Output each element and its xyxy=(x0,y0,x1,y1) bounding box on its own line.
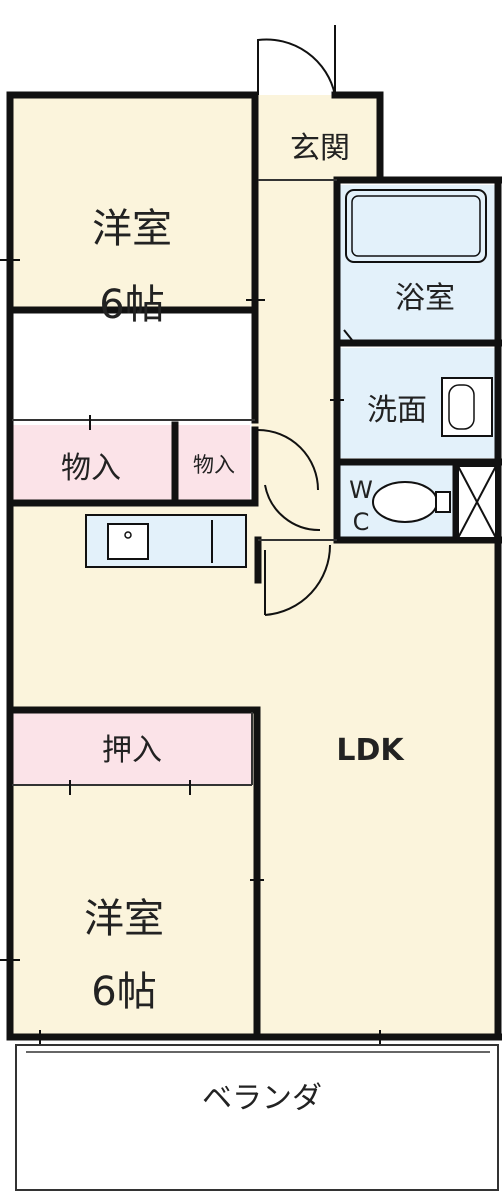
veranda-outline xyxy=(15,1044,499,1191)
western-room-bottom-name: 洋室 xyxy=(84,896,164,942)
corridor-floor xyxy=(252,180,337,540)
washroom-door xyxy=(343,329,357,346)
western-room-bottom-floor xyxy=(12,785,257,1035)
bathtub xyxy=(345,189,487,263)
toilet-bowl xyxy=(372,481,438,523)
entrance-label: 玄関 xyxy=(290,131,350,166)
storage-left-floor xyxy=(12,425,172,500)
entrance-floor xyxy=(258,95,378,180)
bathroom-label: 浴室 xyxy=(395,281,455,316)
toilet-c-label: C xyxy=(353,508,370,536)
pipe-space-x2 xyxy=(457,465,497,539)
wash-basin-bowl xyxy=(448,384,475,430)
western-room-top-name: 洋室 xyxy=(92,206,172,252)
veranda-label: ベランダ xyxy=(202,1081,322,1116)
western-room-bottom-size: 6帖 xyxy=(91,969,156,1015)
kitchen-sink xyxy=(107,523,149,560)
bathtub-inner xyxy=(351,195,481,257)
storage-door-swing xyxy=(257,429,319,491)
toilet-w-label: W xyxy=(349,476,373,504)
wash-basin xyxy=(441,377,493,437)
ldk-label: LDK xyxy=(336,733,405,768)
window-marks xyxy=(0,259,381,1045)
closet-label: 押入 xyxy=(102,733,162,768)
veranda-floor xyxy=(14,1040,500,1190)
corridor-door-swing xyxy=(264,484,321,532)
closet-floor xyxy=(12,712,252,785)
western-room-top-size: 6帖 xyxy=(99,282,164,328)
washroom-label: 洗面 xyxy=(367,393,427,428)
ldk-door-swing xyxy=(264,544,332,616)
thin-lines xyxy=(12,179,337,786)
storage-left-label: 物入 xyxy=(61,451,121,486)
western-room-top-floor xyxy=(12,95,252,310)
walls xyxy=(6,91,502,1041)
toilet-tank xyxy=(435,491,451,513)
sink-drain xyxy=(124,531,132,539)
storage-small-floor xyxy=(178,425,250,500)
entrance-door-swing xyxy=(257,38,336,96)
storage-small-label: 物入 xyxy=(193,453,235,477)
